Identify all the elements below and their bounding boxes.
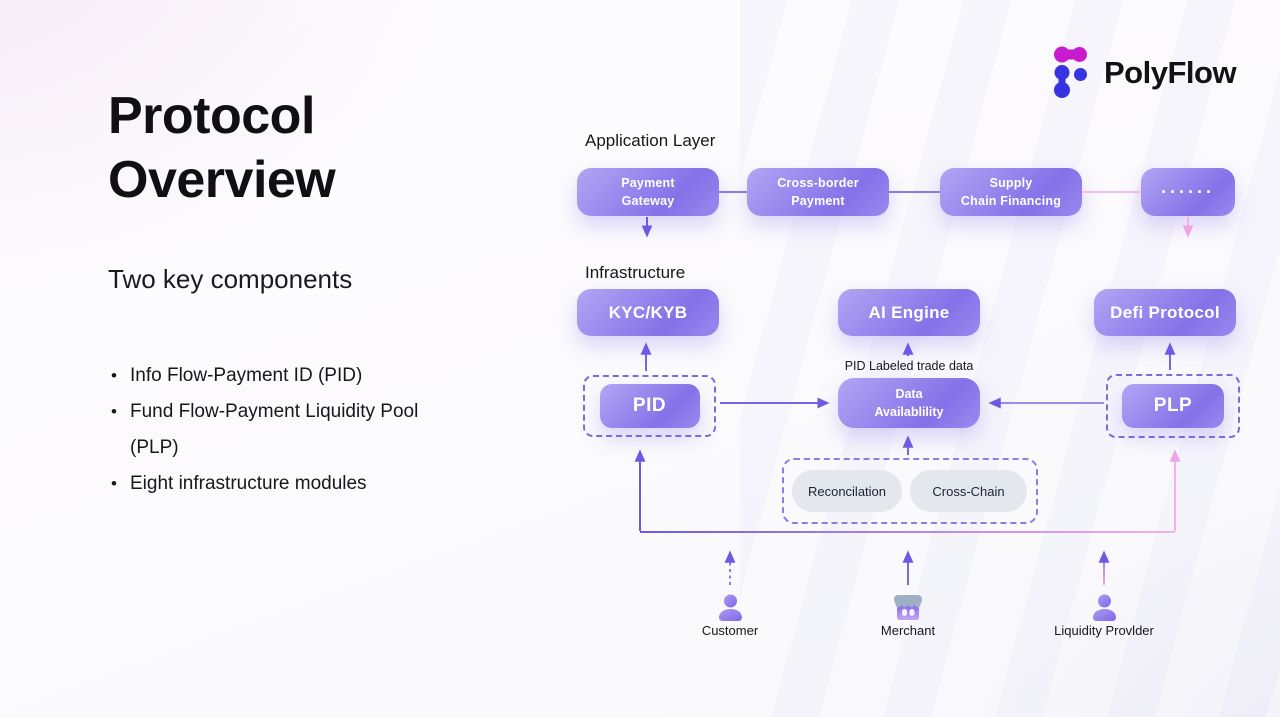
app-box-cross-border-payment: Cross-border Payment: [747, 168, 889, 216]
plp-box-label: PLP: [1153, 395, 1193, 416]
page-title-line2: Overview: [108, 151, 336, 209]
modules-dashed-container: [782, 458, 1038, 524]
module-pill-label: Cross-Chain: [932, 483, 1005, 499]
app-box-more: ······: [1141, 168, 1235, 216]
liquidity-provider-person-icon: [1080, 594, 1128, 622]
pid-labeled-trade-data-annotation: PID Labeled trade data: [844, 359, 974, 373]
customer-person-icon: [706, 594, 754, 622]
module-pill-reconcilation: Reconcilation: [792, 470, 902, 512]
plp-dashed-container: PLP: [1106, 374, 1240, 438]
infrastructure-label: Infrastructure: [585, 263, 686, 282]
actor-label-customer: Customer: [701, 623, 759, 638]
polyflow-logo-icon: [1054, 46, 1087, 98]
polyflow-logo: PolyFlow: [1054, 46, 1237, 99]
module-pill-label: Reconcilation: [807, 483, 887, 499]
app-box-label: Payment: [621, 175, 675, 190]
app-box-label: Supply: [989, 175, 1033, 190]
subtitle: Two key components: [108, 264, 353, 294]
infra-box-label: Defi Protocol: [1110, 302, 1220, 322]
plp-box: PLP: [1122, 384, 1224, 428]
title-block: Protocol Overview: [108, 84, 508, 212]
infra-box-defi-protocol: Defi Protocol: [1094, 289, 1236, 336]
app-box-label: Payment: [791, 194, 845, 208]
app-box-supply-chain-financing: Supply Chain Financing: [940, 168, 1082, 216]
app-box-payment-gateway: Payment Gateway: [577, 168, 719, 216]
pid-dashed-container: PID: [583, 375, 716, 437]
data-availability-label: Availablility: [874, 405, 944, 419]
pid-box-label: PID: [632, 395, 667, 416]
data-availability-label: Data: [895, 386, 923, 401]
application-layer-label: Application Layer: [585, 131, 716, 150]
app-box-label: Cross-border: [777, 175, 859, 190]
list-item: Eight infrastructure modules: [108, 466, 424, 502]
infra-box-ai-engine: AI Engine: [838, 289, 980, 336]
list-item: Info Flow-Payment ID (PID): [108, 358, 424, 394]
infra-box-label: KYC/KYB: [608, 302, 688, 322]
polyflow-logo-text: PolyFlow: [1104, 54, 1237, 90]
data-availability-box: Data Availablility: [838, 378, 980, 428]
merchant-shop-icon: [884, 594, 932, 622]
background-stripes: [740, 0, 1280, 717]
module-pill-cross-chain: Cross-Chain: [910, 470, 1027, 512]
actor-label-merchant: Merchant: [880, 623, 936, 638]
list-item: Fund Flow-Payment Liquidity Pool (PLP): [108, 394, 424, 466]
actor-label-liquidity-provider: Liquidity Provlder: [1054, 623, 1154, 638]
bullet-list: Info Flow-Payment ID (PID) Fund Flow-Pay…: [108, 358, 424, 502]
app-box-label: Gateway: [621, 194, 675, 208]
pid-box: PID: [599, 384, 700, 428]
page-title-line1: Protocol: [108, 87, 315, 145]
infra-box-label: AI Engine: [868, 302, 950, 322]
infra-box-kyc-kyb: KYC/KYB: [577, 289, 719, 336]
page-title: Protocol Overview: [108, 84, 508, 212]
app-box-label: Chain Financing: [960, 194, 1062, 208]
ellipsis-dots: ······: [1161, 181, 1215, 202]
